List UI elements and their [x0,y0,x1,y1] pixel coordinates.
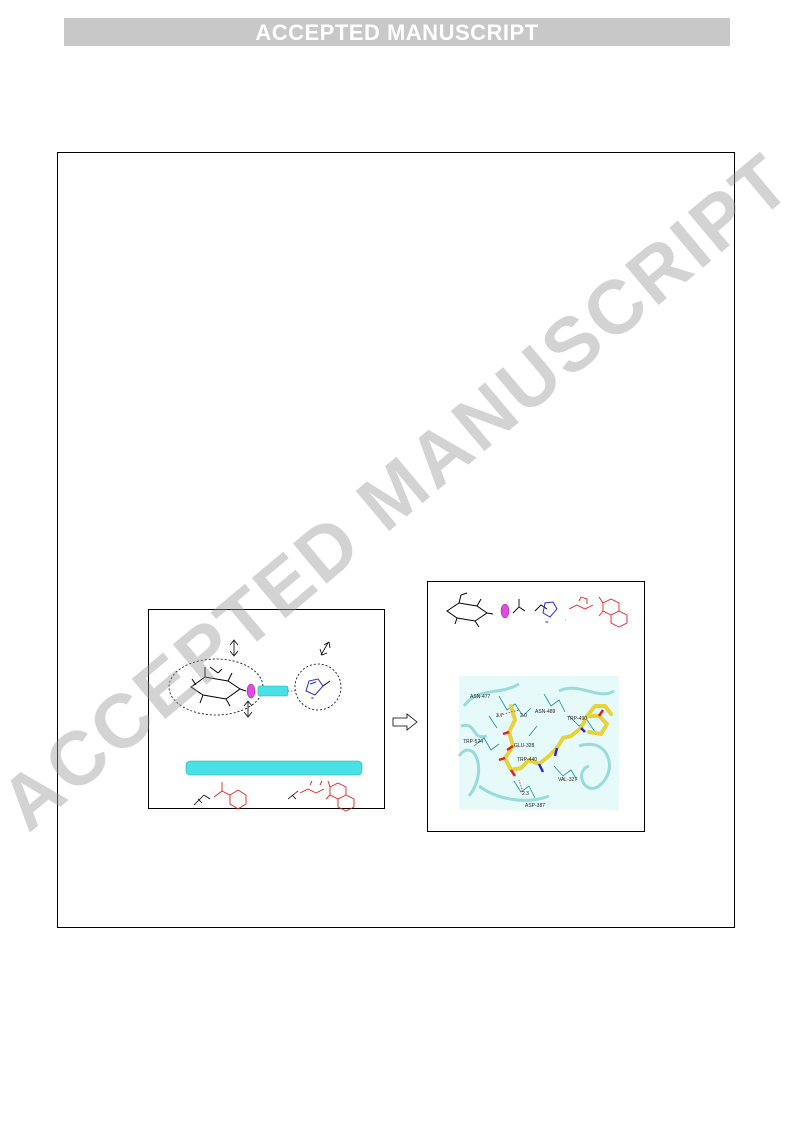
docking-result-panel [427,581,645,832]
double-arrow-icon [319,641,331,656]
residue-label: ASP-387 [525,803,546,809]
svg-text:=: = [545,620,549,626]
residue-label: TRP-440 [517,757,538,763]
design-strategy-panel [148,609,385,809]
docking-pose-image [457,676,619,810]
residue-label: TRP-490 [567,716,588,722]
distance-label: 2.0 [520,713,527,719]
accepted-manuscript-banner: ACCEPTED MANUSCRIPT [64,18,730,46]
spacer-bar [257,685,289,697]
svg-text:=: = [311,696,314,702]
double-arrow-icon [243,700,253,718]
residue-label: GLU-328 [514,743,535,749]
glucose-chair-structure [190,666,247,707]
design-strategy-figure: = [168,639,363,812]
benzyl-substituent [193,794,211,806]
residue-label: TRP-524 [463,739,484,745]
compound-structure-figure: = , [446,592,628,628]
graphical-abstract-frame [57,152,735,928]
linker-bar [185,760,363,776]
residue-label: ASN-489 [535,709,556,715]
flow-arrow-icon [392,713,418,731]
residue-label: ASN-477 [470,694,491,700]
distance-label: 3.7 [496,713,503,719]
triazole-structure [305,678,331,696]
naphthalimide-substituent [287,790,299,800]
heterocycle-region-circle [294,663,342,711]
distance-label: 2.3 [522,791,529,797]
svg-text:,: , [565,616,566,622]
linker-ellipse [246,683,256,699]
residue-label: VAL-327 [558,777,578,783]
double-arrow-icon [229,639,239,657]
